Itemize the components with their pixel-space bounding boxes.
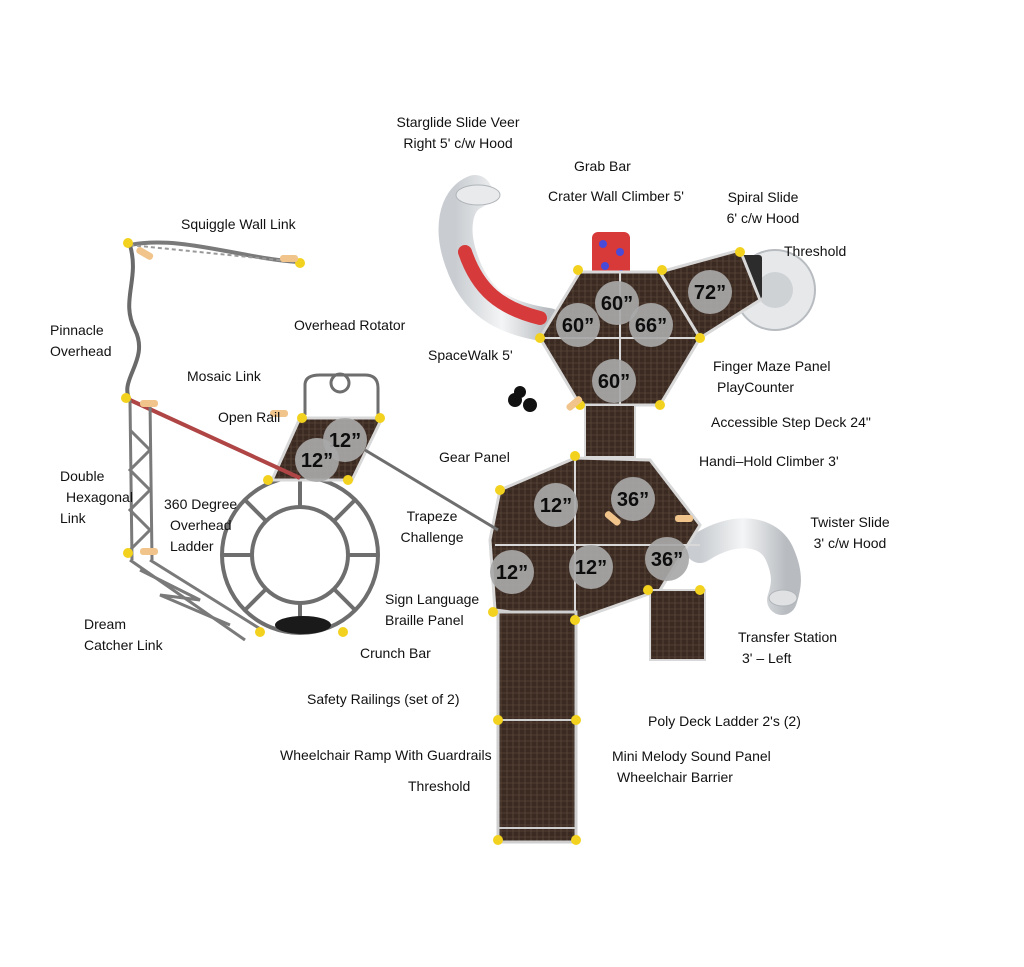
gear-panel: [508, 386, 537, 412]
deck-height-label: 66”: [635, 315, 667, 337]
deck-badge-circle: [569, 545, 613, 589]
deck-height-label: 36”: [651, 549, 683, 571]
deck-height-badge: 12”: [569, 545, 613, 589]
wheelchair-ramp: [496, 610, 578, 844]
mosaic-link: [129, 398, 301, 480]
deck-height-badge: 36”: [645, 537, 689, 581]
deck-badge-circle: [645, 537, 689, 581]
twister-slide: [685, 518, 801, 615]
label-handi-hold: Handi–Hold Climber 3': [699, 453, 839, 469]
accessible-step-deck: [584, 404, 636, 458]
deck-height-badge: 12”: [295, 438, 339, 482]
deck-height-badge: 66”: [629, 303, 673, 347]
label-wheelchair-ramp: Wheelchair Ramp With Guardrails: [280, 747, 492, 763]
starglide-slide: [438, 175, 565, 342]
deck-height-label: 60”: [601, 293, 633, 315]
deck-badge-circle: [534, 483, 578, 527]
trapeze-cable: [364, 448, 499, 532]
deck-height-label: 60”: [562, 315, 594, 337]
deck-badge-circle: [295, 438, 339, 482]
label-grab-bar: Grab Bar: [574, 158, 631, 174]
deck-height-badge: 60”: [556, 303, 600, 347]
label-threshold-bottom: Threshold: [408, 778, 471, 794]
deck-height-badge: 12”: [490, 550, 534, 594]
double-hexagonal-link: [127, 399, 154, 561]
deck-badge-circle: [490, 550, 534, 594]
deck-height-label: 36”: [617, 489, 649, 511]
deck-height-label: 12”: [575, 557, 607, 579]
deck-badge-circle: [611, 477, 655, 521]
label-squiggle-wall: Squiggle Wall Link: [181, 216, 296, 232]
pinnacle-overhead: [125, 244, 142, 402]
label-overhead-rotator: Overhead Rotator: [294, 317, 406, 333]
overhead-ladder-ring: [220, 475, 380, 635]
crunch-bar: [275, 616, 331, 634]
label-accessible-step: Accessible Step Deck 24": [711, 414, 871, 430]
label-poly-deck-ladder: Poly Deck Ladder 2's (2): [648, 713, 801, 729]
label-mosaic-link: Mosaic Link: [187, 368, 261, 384]
dream-catcher-link: [129, 558, 263, 642]
deck-height-label: 12”: [301, 450, 333, 472]
deck-height-label: 72”: [694, 282, 726, 304]
label-crunch-bar: Crunch Bar: [360, 645, 431, 661]
label-threshold-top: Threshold: [784, 243, 847, 259]
deck-height-label: 12”: [540, 495, 572, 517]
post-caps: [121, 238, 745, 845]
deck-badge-circle: [688, 270, 732, 314]
label-spacewalk: SpaceWalk 5': [428, 347, 513, 363]
label-crater-wall: Crater Wall Climber 5': [548, 188, 684, 204]
overhead-rotator: [303, 372, 380, 415]
deck-badge-circle: [595, 281, 639, 325]
deck-badge-circle: [629, 303, 673, 347]
label-open-rail: Open Rail: [218, 409, 281, 425]
deck-height-badge: 72”: [688, 270, 732, 314]
label-gear-panel: Gear Panel: [439, 449, 510, 465]
clamps: [136, 247, 693, 555]
deck-height-badge: 60”: [595, 281, 639, 325]
deck-badge-circle: [592, 359, 636, 403]
deck-height-label: 60”: [598, 371, 630, 393]
deck-badge-circle: [556, 303, 600, 347]
deck-height-badge: 36”: [611, 477, 655, 521]
deck-height-badge: 60”: [592, 359, 636, 403]
deck-height-label: 12”: [496, 562, 528, 584]
deck-height-badge: 12”: [534, 483, 578, 527]
deck-height-label: 12”: [329, 430, 361, 452]
label-safety-railings: Safety Railings (set of 2): [307, 691, 460, 707]
